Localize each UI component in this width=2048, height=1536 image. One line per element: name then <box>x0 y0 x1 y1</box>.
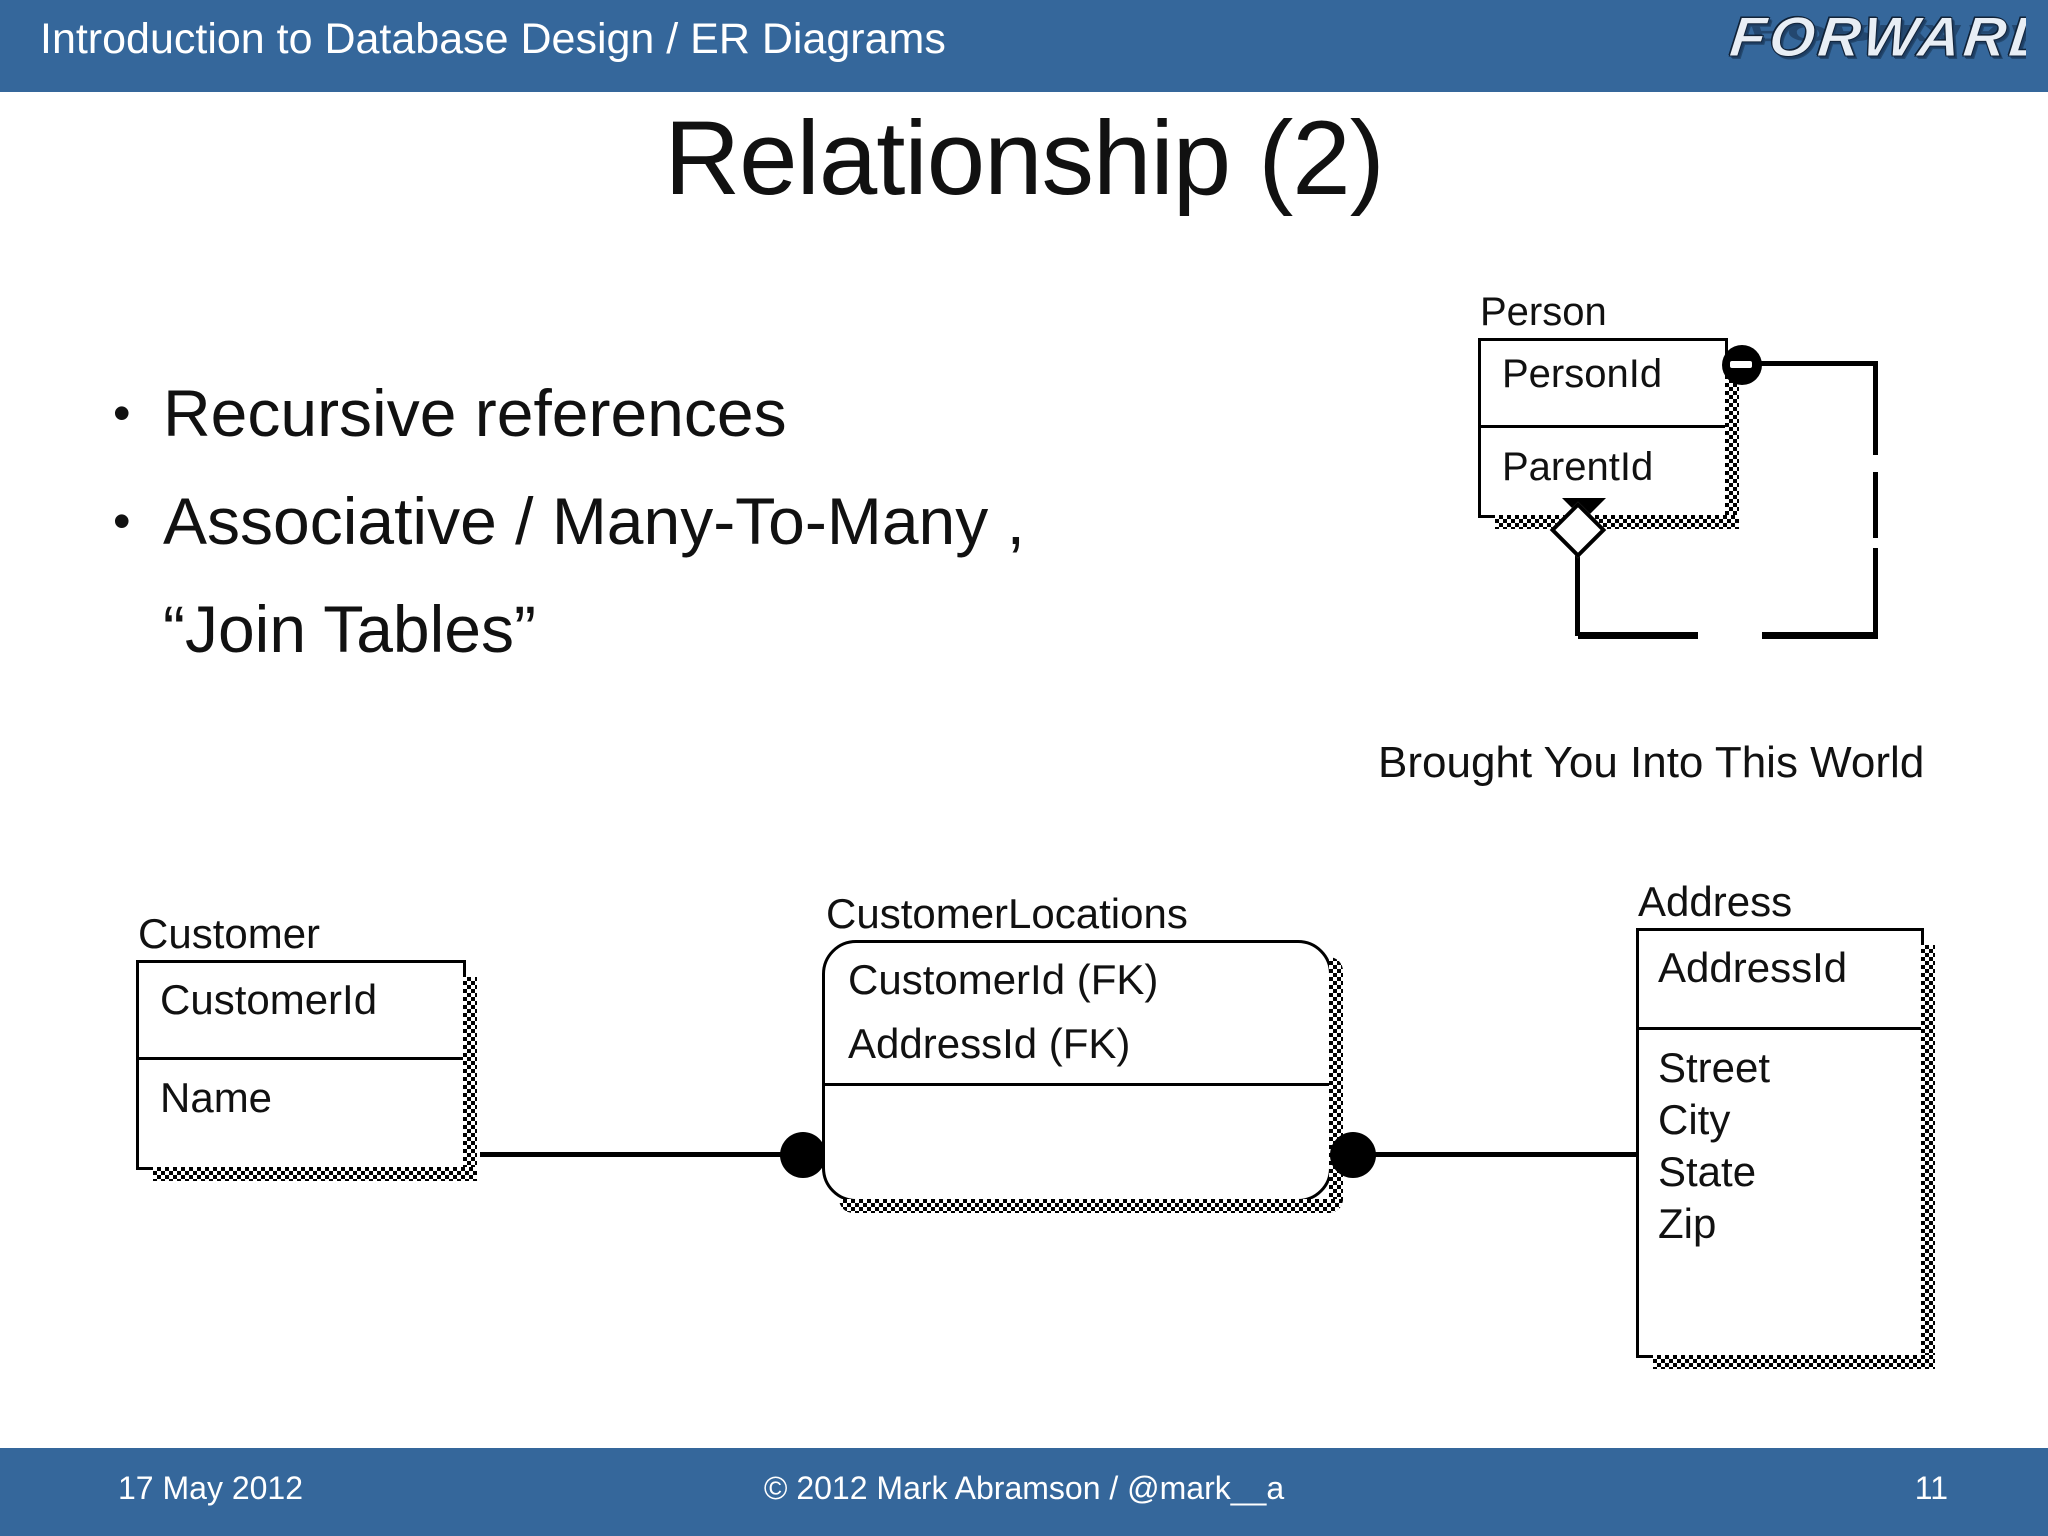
bullet-list: • Recursive references • Associative / M… <box>105 370 1295 694</box>
customerlocations-attribute-addressid-fk: AddressId (FK) <box>848 1020 1131 1067</box>
address-entity-label: Address <box>1638 878 1793 925</box>
footer-credit: © 2012 Mark Abramson / @mark__a <box>763 1470 1285 1506</box>
address-attribute-state: State <box>1658 1148 1757 1195</box>
slide-page-number: 11 <box>1914 1470 1948 1506</box>
address-attribute-city: City <box>1658 1096 1731 1143</box>
customer-attribute-name: Name <box>160 1074 273 1121</box>
box-shadow-right <box>463 977 477 1181</box>
link-customer-to-customerlocations <box>480 1152 790 1157</box>
box-shadow-right <box>1725 355 1739 529</box>
footer-date: 17 May 2012 <box>118 1470 304 1506</box>
recursive-line-bottom-left <box>1578 632 1698 639</box>
bullet-item-3: “Join Tables” <box>105 586 1295 672</box>
box-shadow-bottom <box>839 1199 1343 1213</box>
person-relationship-caption: Brought You Into This World <box>1378 738 1925 787</box>
customerlocations-key-separator <box>825 1083 1329 1086</box>
person-key-separator <box>1481 425 1725 428</box>
address-attribute-addressid: AddressId <box>1658 944 1848 991</box>
forward-logo: FORWARD FORWARD <box>1726 2 2026 88</box>
box-shadow-bottom <box>153 1167 477 1181</box>
many-to-many-er-diagram: Customer CustomerId Name CustomerLocatio… <box>0 878 2048 1420</box>
address-attribute-zip: Zip <box>1658 1200 1717 1247</box>
customerlocations-entity-label: CustomerLocations <box>826 890 1188 937</box>
relationship-many-dot-icon-right <box>1330 1132 1376 1178</box>
address-entity-box <box>1636 928 1935 1369</box>
person-recursive-er-diagram: Person PersonId ParentId <box>1330 290 2048 790</box>
customer-attribute-customerid: CustomerId <box>160 976 378 1023</box>
customer-entity-box <box>136 960 477 1181</box>
recursive-line-right-lower <box>1873 548 1878 636</box>
bullet-marker-icon: • <box>113 493 131 549</box>
forward-logo-text: FORWARD <box>1726 4 2026 68</box>
recursive-line-right-upper <box>1873 361 1878 455</box>
person-entity-label: Person <box>1480 290 1607 334</box>
box-shadow-right <box>1921 945 1935 1369</box>
recursive-line-bottom-right <box>1762 632 1878 639</box>
bullet-marker-icon: • <box>113 385 131 441</box>
bullet-text-2: Associative / Many-To-Many , <box>163 484 1025 558</box>
link-customerlocations-to-address <box>1340 1152 1640 1157</box>
address-key-separator <box>1639 1027 1921 1030</box>
header-bar: Introduction to Database Design / ER Dia… <box>0 0 2048 92</box>
box-shadow-bottom <box>1653 1355 1935 1369</box>
relationship-many-dot-icon-left <box>780 1132 826 1178</box>
bullet-item-2: • Associative / Many-To-Many , <box>105 478 1295 564</box>
slide-title: Relationship (2) <box>664 100 1384 217</box>
header-title: Introduction to Database Design / ER Dia… <box>40 15 946 63</box>
recursive-line-right-mid <box>1873 472 1878 538</box>
bullet-text-1: Recursive references <box>163 376 787 450</box>
address-attribute-street: Street <box>1658 1044 1771 1091</box>
person-entity-box <box>1478 338 1739 529</box>
person-attribute-parentid: ParentId <box>1502 445 1654 489</box>
customer-key-separator <box>139 1057 463 1060</box>
customer-entity-label: Customer <box>138 910 321 957</box>
recursive-line-left-lower <box>1575 548 1580 636</box>
customerlocations-attribute-customerid-fk: CustomerId (FK) <box>848 956 1159 1003</box>
bullet-text-3: “Join Tables” <box>163 592 536 666</box>
recursive-line-top <box>1760 361 1878 366</box>
bullet-item-1: • Recursive references <box>105 370 1295 456</box>
box-shadow-bottom <box>1495 515 1739 529</box>
person-attribute-personid: PersonId <box>1502 352 1663 396</box>
relationship-dot-dash-icon <box>1730 361 1752 368</box>
footer-bar: 17 May 2012 © 2012 Mark Abramson / @mark… <box>0 1448 2048 1536</box>
customerlocations-entity-box <box>822 940 1343 1213</box>
